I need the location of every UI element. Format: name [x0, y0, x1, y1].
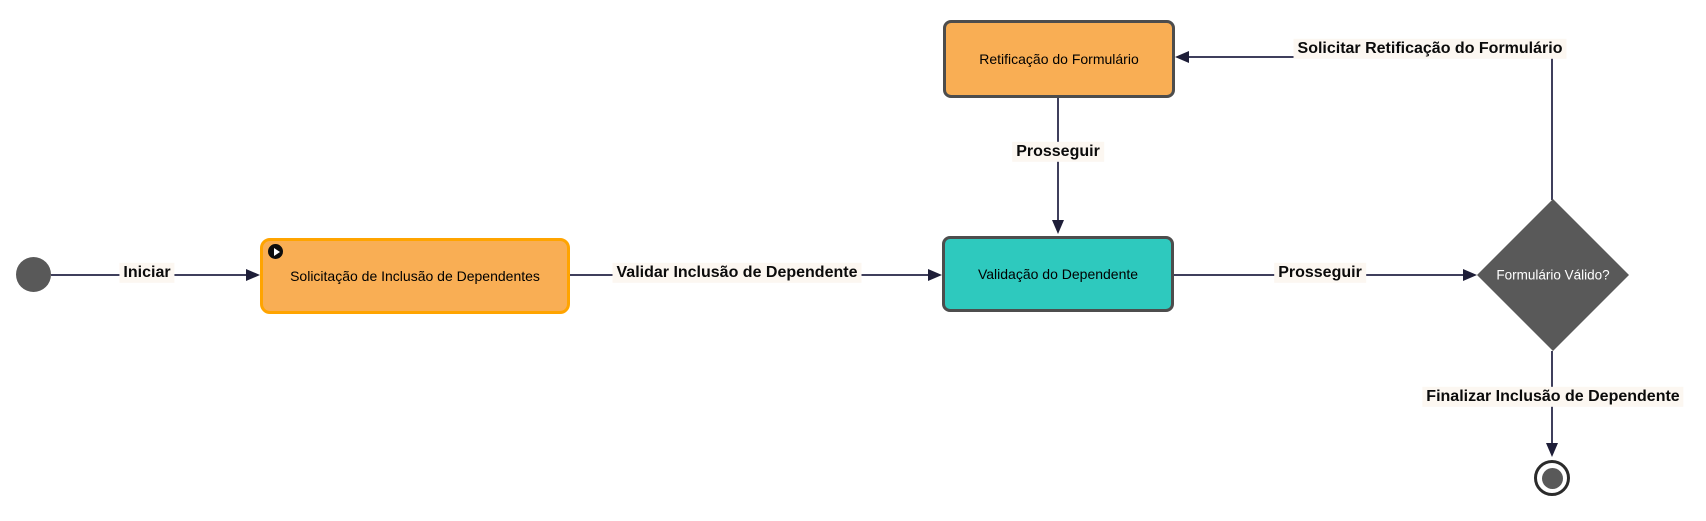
- arrowhead-validacao-left: [928, 269, 942, 281]
- task-node-solicitacao: Solicitação de Inclusão de Dependentes: [260, 238, 570, 314]
- final-state-inner-dot: [1541, 467, 1563, 489]
- edge-decisao-retificacao: [1189, 56, 1553, 200]
- final-state-node: [1534, 460, 1570, 496]
- task-node-validacao: Validação do Dependente: [942, 236, 1174, 312]
- edge-label-prosseguir-retificacao: Prosseguir: [1012, 141, 1104, 163]
- arrowhead-end: [1546, 443, 1558, 457]
- arrowhead-validacao-top: [1052, 220, 1064, 234]
- task-label-validacao: Validação do Dependente: [977, 266, 1139, 282]
- arrowhead-solicitacao: [246, 269, 260, 281]
- edge-label-prosseguir-decisao: Prosseguir: [1274, 262, 1366, 284]
- arrowhead-retificacao: [1175, 51, 1189, 63]
- arrowhead-decisao: [1463, 269, 1477, 281]
- task-label-retificacao: Retificação do Formulário: [979, 51, 1139, 67]
- play-icon: [268, 244, 283, 259]
- task-label-solicitacao: Solicitação de Inclusão de Dependentes: [290, 268, 540, 284]
- edge-label-finalizar-inclusao: Finalizar Inclusão de Dependente: [1422, 386, 1684, 408]
- edge-label-iniciar: Iniciar: [119, 262, 175, 284]
- decision-node-label: Formulário Válido?: [1496, 267, 1610, 283]
- task-node-retificacao: Retificação do Formulário: [943, 20, 1175, 98]
- decision-diamond-shape: [1477, 199, 1629, 351]
- play-triangle-icon: [273, 247, 280, 256]
- edge-label-validar-inclusao: Validar Inclusão de Dependente: [612, 262, 862, 284]
- initial-state-node: [16, 257, 51, 292]
- edge-label-solicitar-retificacao: Solicitar Retificação do Formulário: [1293, 38, 1567, 60]
